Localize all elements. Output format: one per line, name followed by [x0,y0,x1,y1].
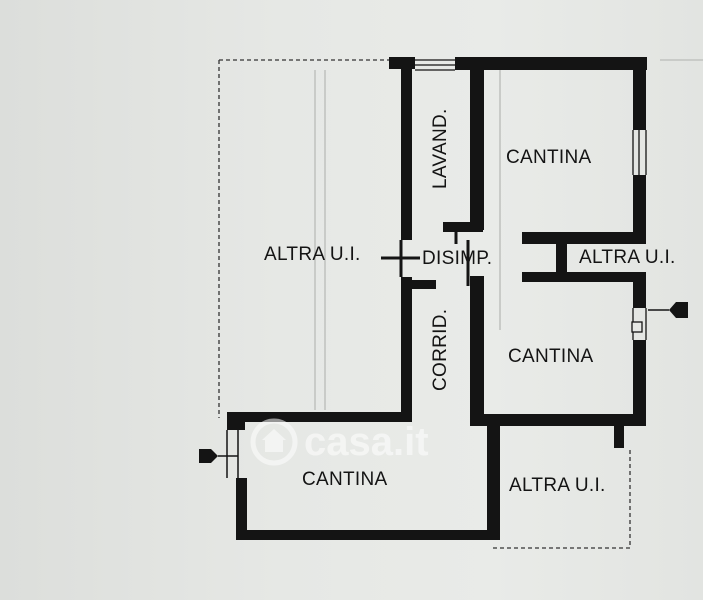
room-label-corrid: CORRID. [430,308,451,391]
entry-arrow-icon [648,302,688,318]
dashed-boundary-right [493,450,631,549]
dashed-boundary-left [218,59,393,418]
room-label-altra-right: ALTRA U.I. [579,247,676,268]
room-label-cantina-bottom: CANTINA [302,469,388,490]
window-right-mid [631,308,647,340]
room-label-cantina-top: CANTINA [506,147,592,168]
background-ghost-lines [314,59,703,410]
window-right-top [632,130,647,175]
window-top [415,59,455,71]
room-label-lavand: LAVAND. [430,108,451,189]
room-label-altra-bottom: ALTRA U.I. [509,475,606,496]
casa-it-watermark: casa.it [250,418,429,466]
watermark-text: casa.it [304,419,429,464]
house-logo-icon [250,418,298,466]
entry-arrow-icon [199,430,239,478]
room-label-cantina-mid: CANTINA [508,346,594,367]
walls [227,57,647,540]
room-label-disimp: DISIMP. [422,248,493,269]
room-label-altra-left: ALTRA U.I. [264,244,361,265]
door-marks [381,232,470,286]
